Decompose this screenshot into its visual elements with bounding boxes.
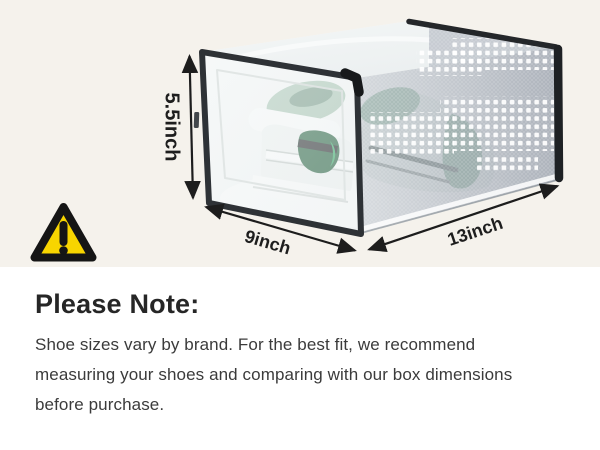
box-back-right-rail [553, 44, 564, 183]
door-frame [199, 49, 364, 237]
note-section: Please Note: Shoe sizes vary by brand. F… [35, 289, 575, 420]
box-front-door [193, 49, 364, 237]
note-text-line: Shoe sizes vary by brand. For the best f… [35, 335, 476, 354]
depth-dimension-arrow [367, 183, 560, 252]
shoe-box-diagram: 5.5inch 9inch 13inch [30, 18, 564, 262]
note-body: Shoe sizes vary by brand. For the best f… [35, 330, 575, 420]
width-dimension-arrow [204, 203, 357, 254]
top-reflection [234, 36, 431, 61]
depth-dimension-label: 13inch [445, 213, 505, 250]
note-heading: Please Note: [35, 289, 200, 319]
door-latch [193, 111, 200, 129]
height-dimension-label: 5.5inch [161, 93, 183, 162]
note-text-line: measuring your shoes and comparing with … [35, 365, 513, 384]
warning-triangle-icon [30, 203, 97, 262]
height-dimension-arrow [181, 54, 201, 200]
note-text-line: before purchase. [35, 395, 165, 414]
shoe-box-illustration [193, 18, 564, 237]
box-back-top-rail [406, 18, 559, 50]
hero-section: 5.5inch 9inch 13inch [0, 0, 600, 267]
